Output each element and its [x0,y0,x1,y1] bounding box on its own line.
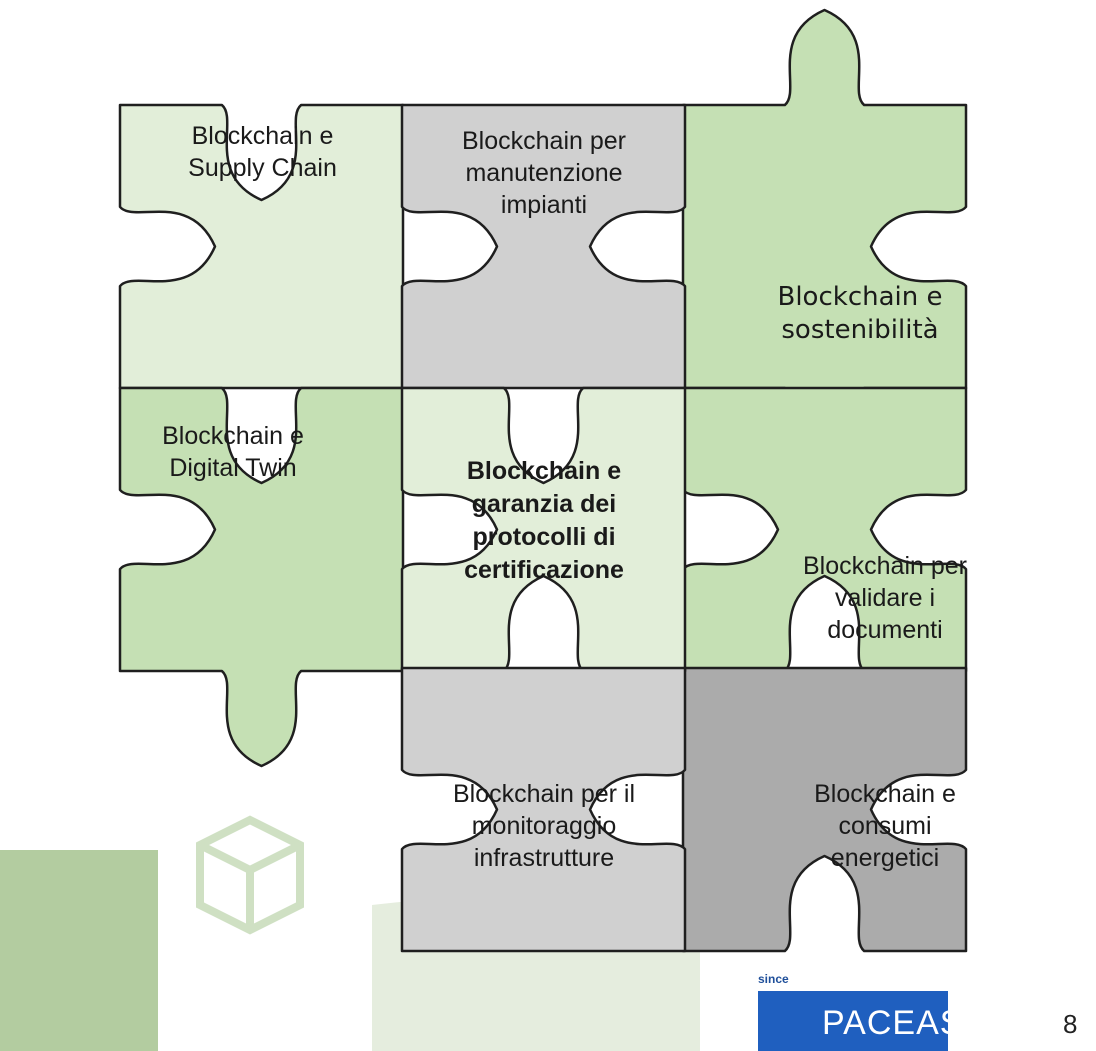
label-consumi: Blockchain e consumi energetici [814,780,956,872]
puzzle-piece-digital-twin [118,386,405,768]
label-digital-twin: Blockchain e Digital Twin [162,422,304,482]
logo-since-text: since [758,972,789,986]
label-supply-chain: Blockchain e Supply Chain [188,122,337,182]
deco-green-block [0,850,158,1051]
puzzle-piece-infrastrutture [400,666,687,953]
puzzle-piece-consumi [681,666,968,953]
label-documenti: Blockchain per validare i documenti [803,552,967,644]
cube-icon [196,815,304,935]
page-number: 8 [1063,1009,1078,1039]
logo-text: PACEAS [822,1004,964,1042]
puzzle-piece-documenti [681,386,968,673]
label-infrastrutture: Blockchain per il monitoraggio infrastru… [452,780,636,872]
label-sostenibilita: Blockchain e sostenibilità [777,282,943,345]
logo-box [758,991,948,1051]
label-manutenzione: Blockchain per manutenzione impianti [462,127,626,219]
label-certificazione: Blockchain e garanzia dei protocolli di … [464,457,624,584]
puzzle-piece-certificazione [400,386,687,673]
